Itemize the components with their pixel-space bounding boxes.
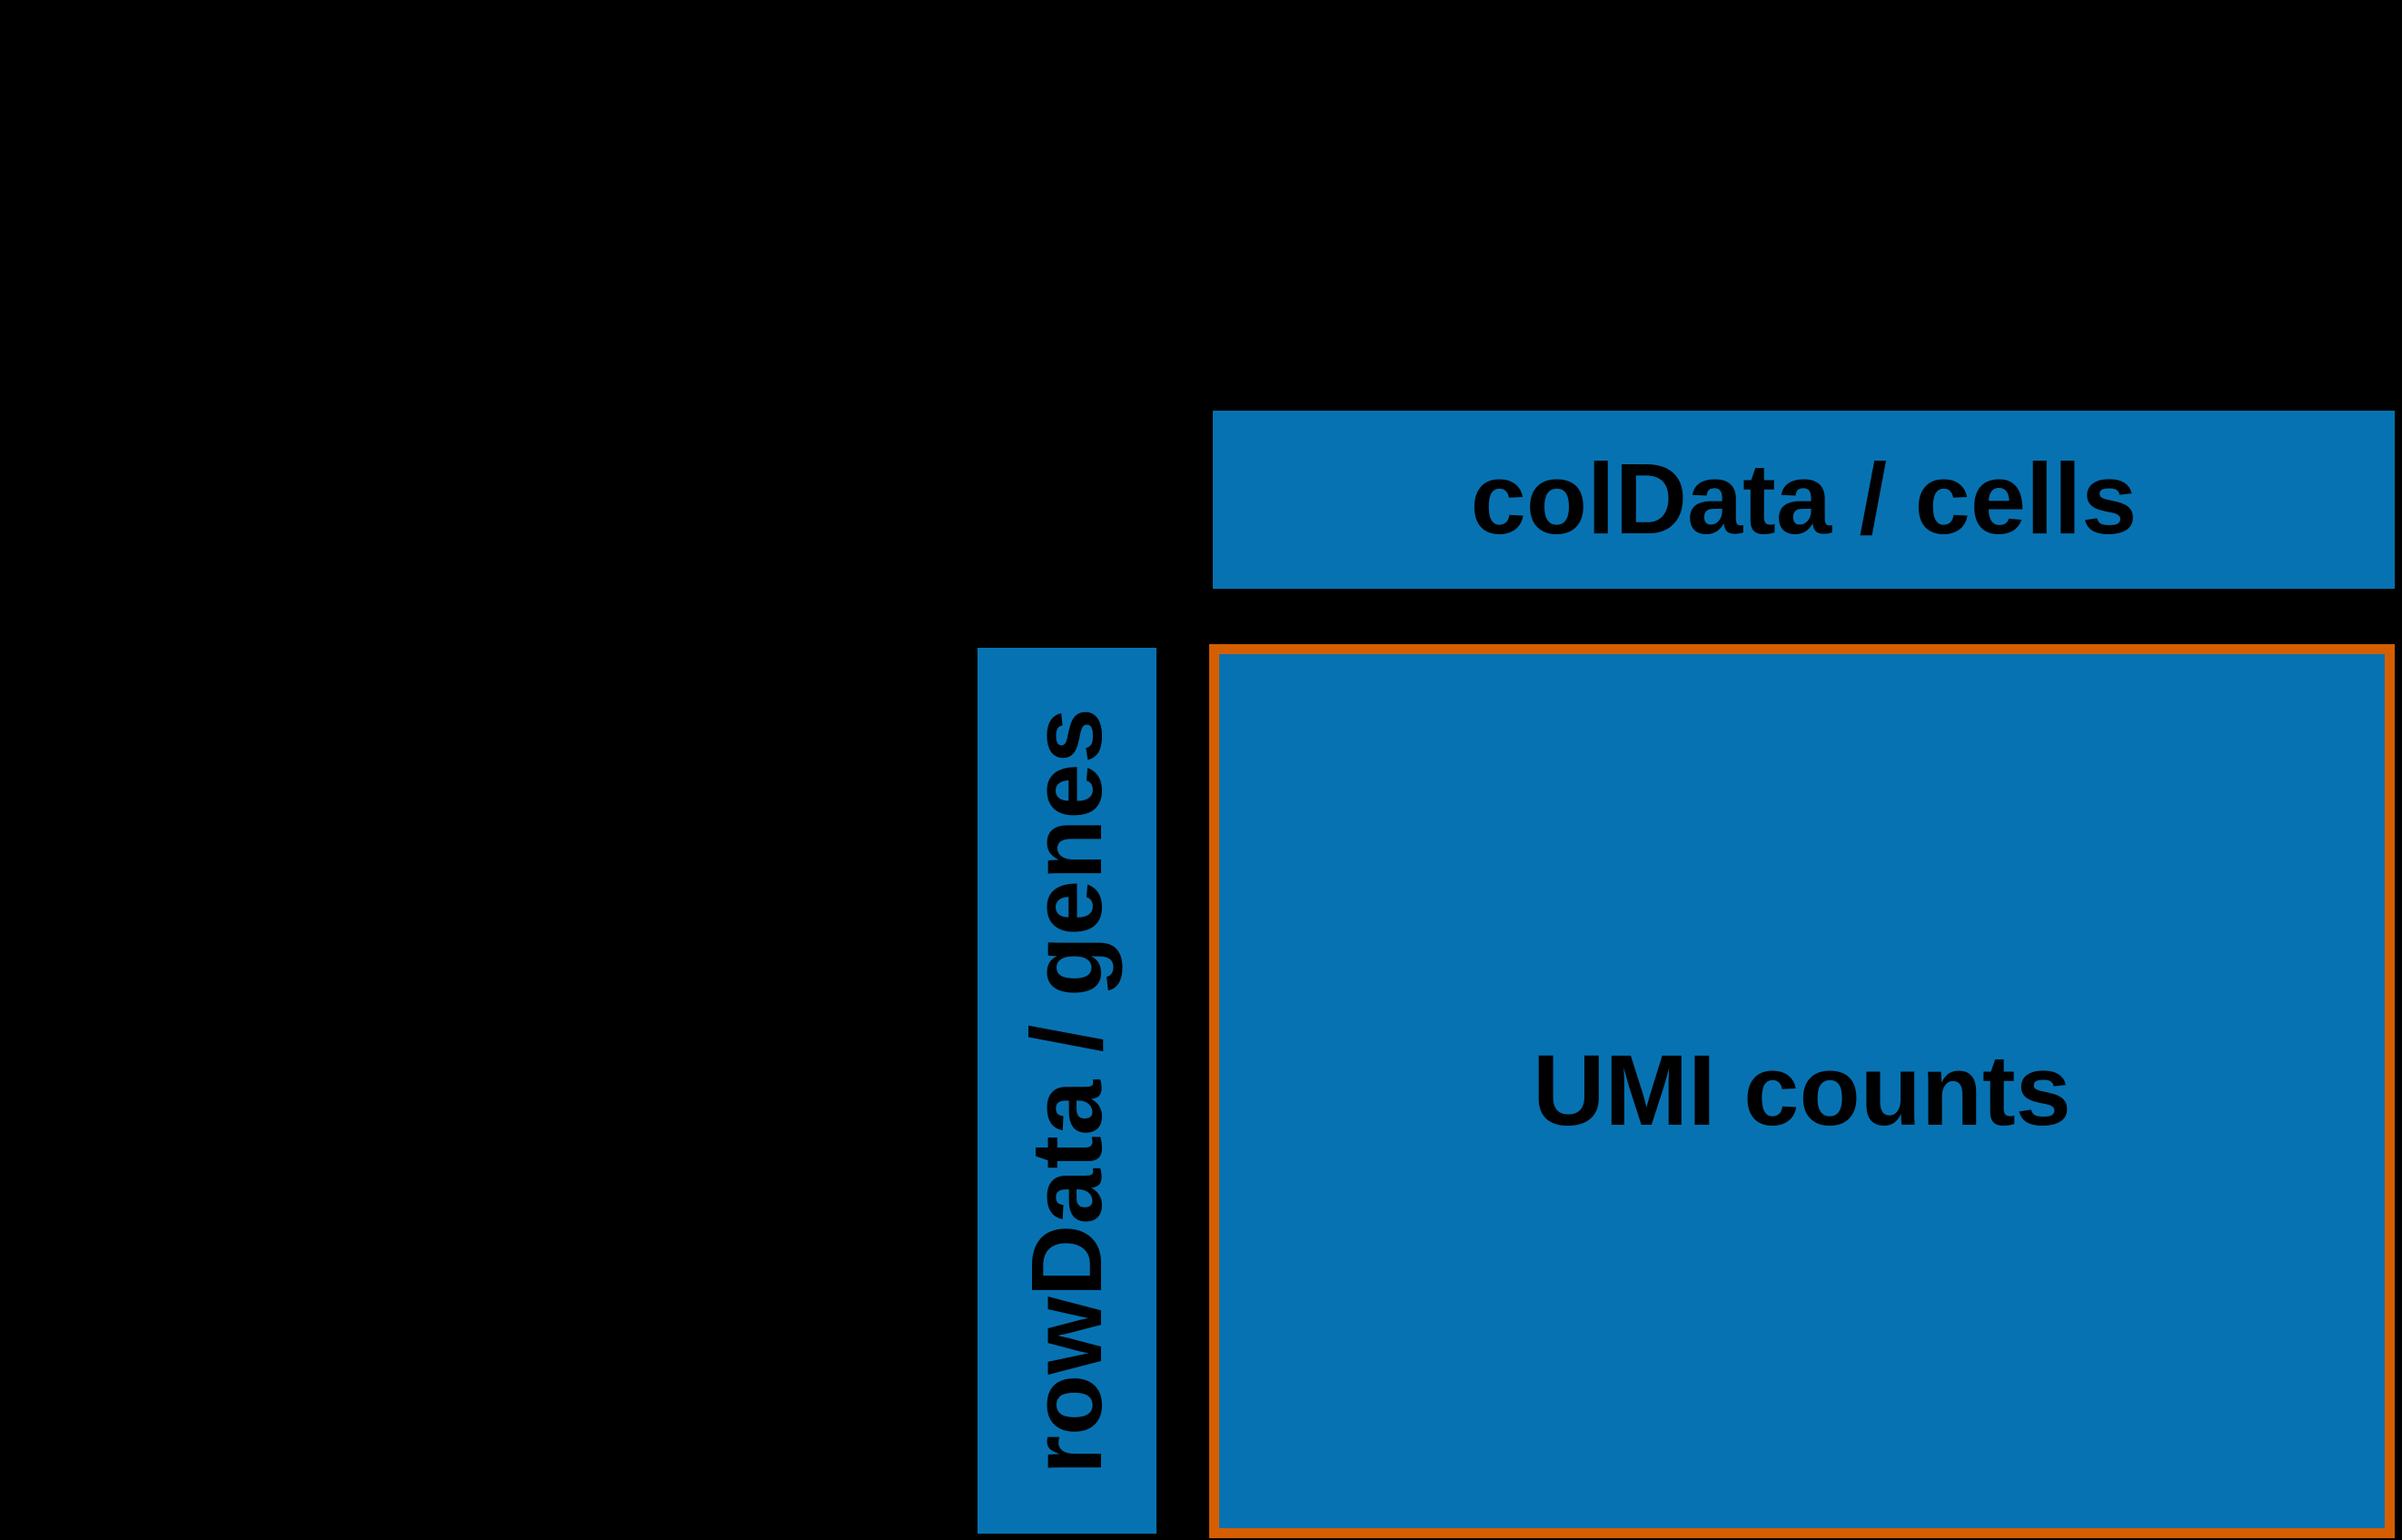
umi-counts-matrix-box: UMI counts	[1209, 644, 2395, 1538]
rowdata-genes-label: rowData / genes	[1010, 707, 1123, 1475]
rowdata-genes-bar: rowData / genes	[978, 648, 1156, 1534]
coldata-cells-label: colData / cells	[1470, 443, 2138, 555]
umi-counts-label: UMI counts	[1533, 1035, 2071, 1147]
coldata-cells-bar: colData / cells	[1213, 411, 2395, 589]
